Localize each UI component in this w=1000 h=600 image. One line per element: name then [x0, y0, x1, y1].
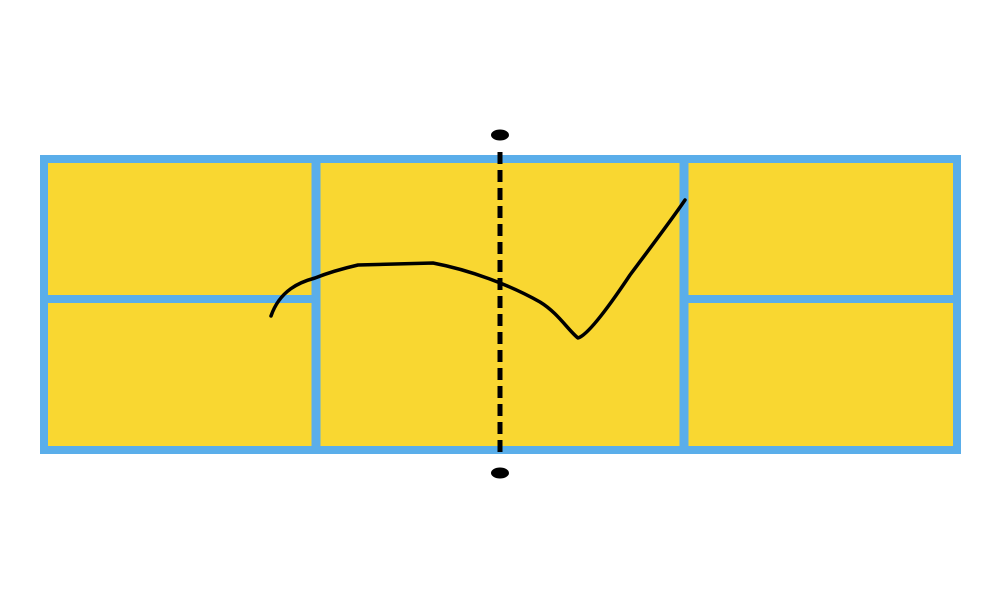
net-post-bottom: [491, 467, 509, 479]
ball-trajectory-line: [269, 198, 687, 340]
net-post-top: [491, 129, 509, 141]
